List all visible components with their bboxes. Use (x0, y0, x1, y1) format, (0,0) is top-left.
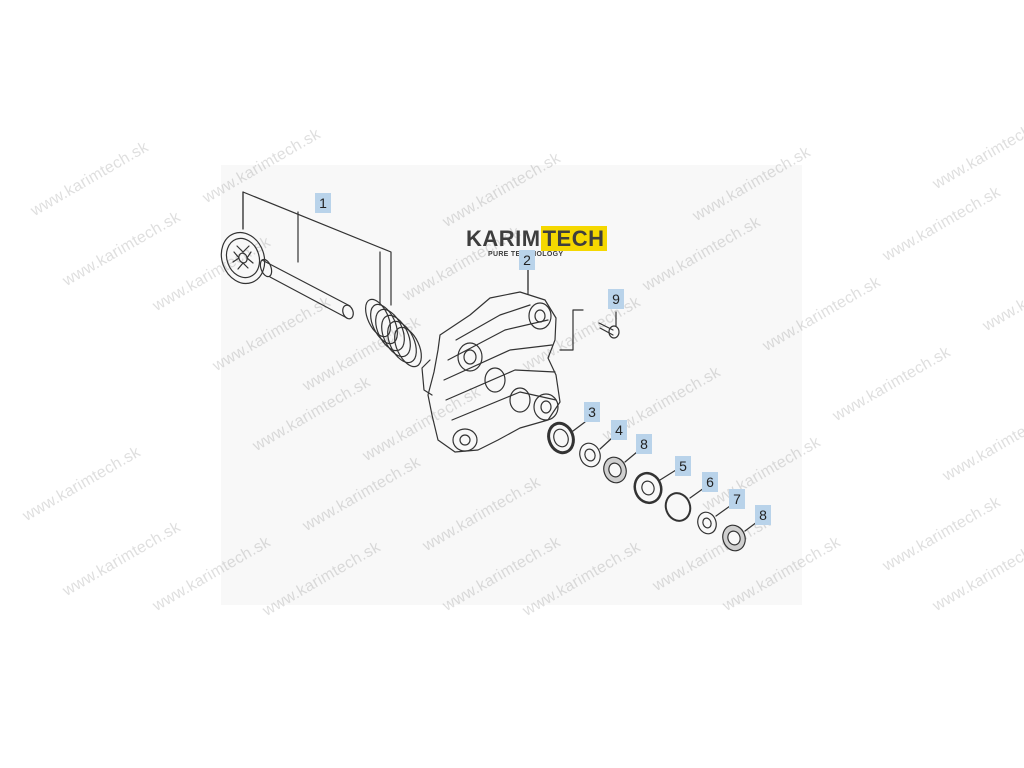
part-1-leader-lines (242, 191, 392, 306)
piston-rod (259, 258, 354, 320)
callout-4: 4 (611, 420, 627, 440)
ring-8-first (603, 451, 638, 484)
washer-7 (697, 505, 731, 535)
callout-8-second: 8 (755, 505, 771, 525)
seal-ring (547, 421, 586, 455)
callout-6: 6 (702, 472, 718, 492)
spring (365, 298, 422, 368)
callout-1: 1 (315, 193, 331, 213)
brand-logo: KARIMTECH PURE TECHNOLOGY (466, 226, 607, 258)
sleeve-5 (633, 469, 677, 505)
part-9-bracket (559, 309, 584, 351)
brand-name-part1: KARIM (466, 226, 541, 251)
star-washer (220, 231, 266, 285)
brand-name-part2: TECH (540, 226, 607, 251)
ring-8-second (722, 521, 758, 552)
o-ring-6 (664, 487, 705, 522)
diagram-panel (221, 165, 802, 605)
pump-head-housing (421, 261, 561, 453)
brand-name: KARIMTECH (466, 226, 607, 252)
callout-5: 5 (675, 456, 691, 476)
callout-9: 9 (608, 289, 624, 309)
callout-8-first: 8 (636, 434, 652, 454)
callout-2: 2 (519, 250, 535, 270)
screw (598, 311, 620, 339)
washer-4 (579, 437, 613, 468)
callout-3: 3 (584, 402, 600, 422)
callout-7: 7 (729, 489, 745, 509)
